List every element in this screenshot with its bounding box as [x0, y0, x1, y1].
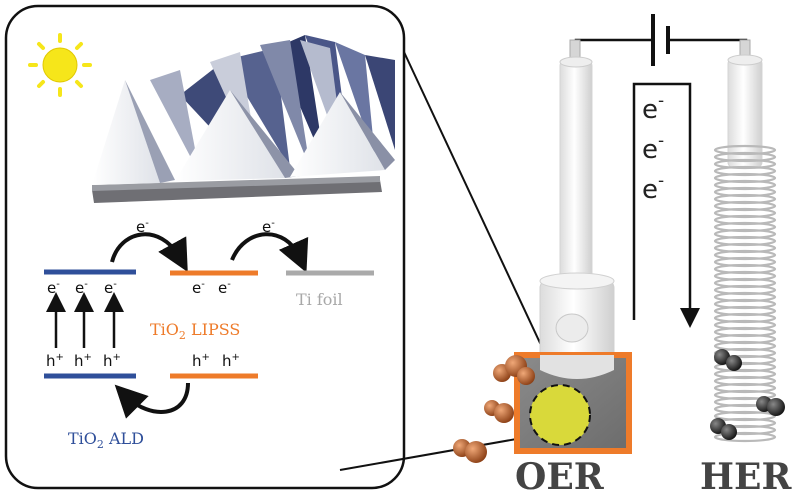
her-electrode	[713, 39, 777, 443]
oer-electrode	[514, 39, 632, 454]
inset-panel	[4, 4, 406, 490]
tio2-ald-label: TiO2 ALD	[68, 429, 144, 451]
wire-electron-2: e-	[642, 131, 664, 165]
electron-transfer-arrow-2	[230, 232, 309, 273]
lipss-electron-1: e-	[192, 279, 205, 297]
wire-electron-3: e-	[642, 171, 664, 205]
electron-transfer-arrow-1	[110, 232, 188, 272]
lipss-nanostructure-illustration	[92, 35, 395, 203]
her-label: HER	[700, 456, 792, 495]
wire-electron-1: e-	[642, 91, 664, 125]
ald-electron-1: e-	[47, 279, 60, 297]
electron-flow-path	[632, 82, 700, 328]
hydrogen-bubbles	[710, 349, 785, 440]
zoom-line-bottom	[339, 433, 546, 471]
photoexcitation-arrows	[46, 292, 124, 348]
transfer-electron-label-2: e-	[262, 218, 275, 236]
oxygen-bubbles	[453, 355, 535, 463]
ald-hole-1: h+	[46, 352, 64, 370]
lipss-hole-2: h+	[222, 352, 240, 370]
sun-icon	[28, 33, 92, 97]
ald-electron-2: e-	[75, 279, 88, 297]
hole-transfer-arrow	[114, 382, 190, 419]
zoom-line-top	[403, 51, 563, 391]
oer-label: OER	[515, 456, 605, 495]
ti-foil-label: Ti foil	[296, 290, 343, 309]
ald-hole-3: h+	[103, 352, 121, 370]
coil-loop	[713, 431, 777, 443]
external-circuit-wire	[574, 38, 748, 55]
battery-icon	[651, 14, 670, 66]
ald-electron-3: e-	[104, 279, 117, 297]
ald-hole-2: h+	[74, 352, 92, 370]
lipss-electron-2: e-	[218, 279, 231, 297]
lipss-hole-1: h+	[192, 352, 210, 370]
transfer-electron-label-1: e-	[136, 218, 149, 236]
tio2-lipss-label: TiO2 LIPSS	[150, 320, 240, 342]
